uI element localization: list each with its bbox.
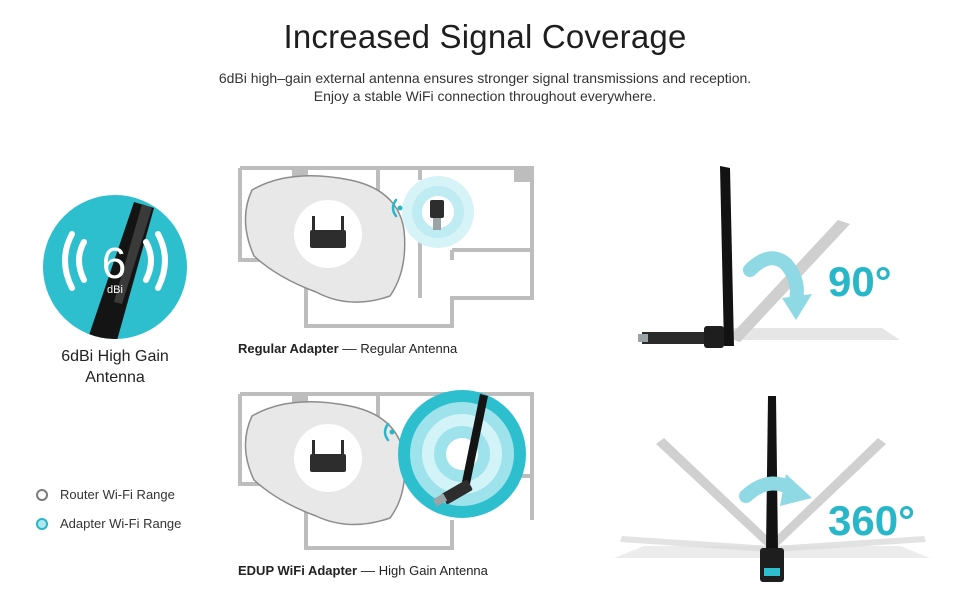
badge-label-line-1: 6dBi High Gain: [61, 348, 169, 365]
caption-edup: EDUP WiFi Adapter –– High Gain Antenna: [238, 563, 488, 578]
antenna-gain-badge: 6 dBi: [43, 195, 187, 339]
legend-label: Router Wi-Fi Range: [60, 487, 175, 502]
router-range-dot-icon: [36, 488, 48, 501]
gain-number: 6: [102, 239, 126, 288]
legend-router-range: Router Wi-Fi Range: [36, 487, 175, 502]
signal-waves-right-icon: [143, 231, 168, 291]
tilt-90-figure: [638, 166, 900, 348]
signal-waves-left-icon: [62, 231, 87, 291]
caption-edup-title: EDUP WiFi Adapter: [238, 563, 358, 578]
wifi-arc-icon: [383, 422, 390, 442]
subtitle-line-1: 6dBi high–gain external antenna ensures …: [218, 70, 752, 86]
caption-regular: Regular Adapter –– Regular Antenna: [238, 341, 457, 356]
tilt-degree-label: 90°: [828, 258, 892, 305]
caption-edup-detail: –– High Gain Antenna: [357, 563, 488, 578]
rotate-arrow-icon: [743, 251, 804, 307]
subtitle-line-2: Enjoy a stable WiFi connection throughou…: [313, 88, 657, 104]
gain-unit: dBi: [107, 284, 123, 296]
floor-plan-regular: [238, 166, 534, 328]
swivel-degree-label: 360°: [828, 497, 915, 544]
badge-label-line-2: Antenna: [85, 369, 145, 386]
floor-plan-edup: [238, 390, 534, 550]
caption-regular-detail: –– Regular Antenna: [338, 341, 458, 356]
wifi-arc-icon: [391, 198, 398, 218]
legend-adapter-range: Adapter Wi-Fi Range: [36, 516, 181, 531]
caption-regular-title: Regular Adapter: [238, 341, 339, 356]
router-icon: [310, 216, 346, 248]
page-title: Increased Signal Coverage: [283, 18, 687, 55]
usb-adapter-icon: [430, 200, 444, 230]
antenna-upright-icon: [766, 396, 778, 550]
router-icon: [310, 440, 346, 472]
high-gain-adapter-icon: [432, 394, 488, 507]
adapter-range-dot-icon: [36, 517, 48, 530]
swivel-360-figure: [614, 396, 930, 582]
antenna-upright-icon: [720, 166, 734, 346]
legend-label: Adapter Wi-Fi Range: [60, 516, 182, 531]
